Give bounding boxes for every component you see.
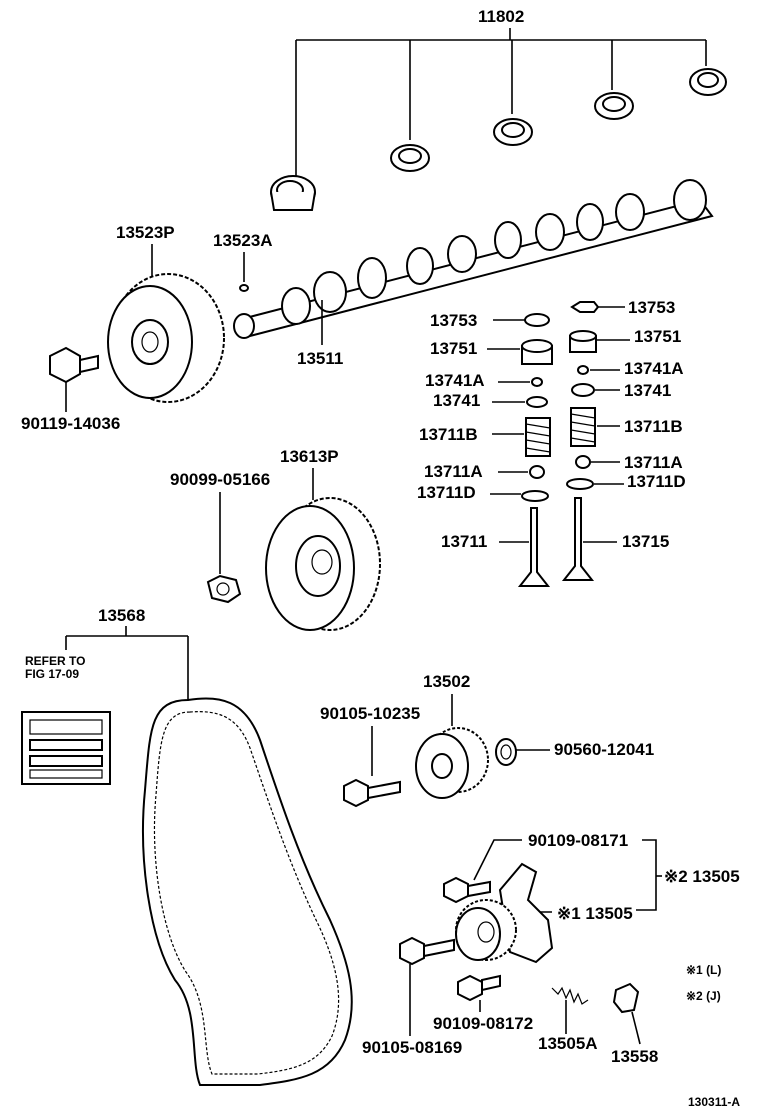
label-13711D-right: 13711D [627, 472, 686, 491]
bearing-shell-4 [594, 92, 634, 120]
shim-13753-right [570, 301, 600, 313]
idler-pulley-13502: 13502 [415, 672, 489, 799]
label-13711B-right: 13711B [624, 417, 683, 436]
label-13505A: 13505A [538, 1034, 598, 1053]
label-90560-12041: 90560-12041 [554, 740, 654, 759]
retainer-13741-right [571, 383, 595, 397]
label-90109-08171: 90109-08171 [528, 831, 628, 850]
bolt-90105-10235: 90105-10235 [320, 704, 420, 808]
refer-to-line2: FIG 17-09 [25, 667, 79, 681]
note-l: ※1 (L) [686, 963, 721, 977]
tensioner-13505: 90109-08171 ※2 13505 ※1 13505 90105-0816… [362, 831, 740, 1057]
label-13741A-left: 13741A [425, 371, 485, 390]
nut-90099-05166: 90099-05166 [170, 470, 270, 604]
cam-sprocket-13523P: 13523P [107, 223, 225, 403]
keeper-13741A-right [577, 365, 589, 375]
valve-train-intake: 13753 13751 13741A 13741 13711B 13711A 1… [417, 311, 553, 587]
spring-13505A: 13505A [538, 986, 598, 1053]
bearing-shell-1 [270, 175, 316, 211]
bearing-shell-5 [689, 68, 727, 96]
label-11802: 11802 [478, 7, 524, 26]
valve-train-exhaust: 13753 13751 13741A 13741 13711B 13711A 1… [561, 298, 686, 581]
seal-13711A-left [529, 465, 545, 479]
bracket-13558: 13558 [611, 982, 658, 1066]
label-13753-right: 13753 [628, 298, 675, 317]
bolt-90119-14036: 90119-14036 [21, 346, 120, 433]
label-13711A-right: 13711A [624, 453, 683, 472]
bearing-set-11802: 11802 [270, 7, 727, 211]
retainer-13741-left [526, 396, 548, 408]
label-90099-05166: 90099-05166 [170, 470, 270, 489]
label-90109-08172: 90109-08172 [433, 1014, 533, 1033]
label-13711: 13711 [441, 532, 487, 551]
spring-13711B-left [525, 417, 551, 457]
spring-13711B-right [570, 407, 596, 447]
label-13505-2: ※2 13505 [664, 867, 740, 886]
refer-fig-icon [21, 711, 111, 785]
bearing-shell-2 [390, 144, 430, 172]
valve-13715 [561, 497, 595, 581]
label-13753-left: 13753 [430, 311, 477, 330]
shim-13753-left [524, 313, 550, 327]
valve-13711 [517, 507, 551, 587]
camshaft-13511: 13511 [233, 179, 714, 368]
label-13711A-left: 13711A [424, 462, 483, 481]
label-13711D-left: 13711D [417, 483, 476, 502]
bearing-shell-3 [493, 118, 533, 146]
label-13558: 13558 [611, 1047, 658, 1066]
label-13502: 13502 [423, 672, 470, 691]
note-j: ※2 (J) [686, 989, 721, 1003]
label-13751-right: 13751 [634, 327, 681, 346]
label-13505-1: ※1 13505 [557, 904, 633, 923]
label-13751-left: 13751 [430, 339, 477, 358]
label-90105-10235: 90105-10235 [320, 704, 420, 723]
label-13741-right: 13741 [624, 381, 671, 400]
washer-90560-12041: 90560-12041 [495, 738, 654, 766]
label-13741-left: 13741 [433, 391, 480, 410]
crank-pulley-13613P: 13613P [265, 447, 381, 631]
knock-pin-13523A: 13523A [213, 231, 273, 292]
label-13741A-right: 13741A [624, 359, 684, 378]
label-13613P: 13613P [280, 447, 339, 466]
label-13523P: 13523P [116, 223, 175, 242]
seal-13711A-right [575, 455, 591, 469]
label-13568: 13568 [98, 606, 145, 625]
label-13511: 13511 [297, 349, 343, 368]
label-90119-14036: 90119-14036 [21, 414, 120, 433]
label-13715: 13715 [622, 532, 669, 551]
label-13523A: 13523A [213, 231, 273, 250]
keeper-13741A-left [531, 377, 543, 387]
label-13711B-left: 13711B [419, 425, 478, 444]
figure-code: 130311-A [688, 1095, 740, 1109]
refer-to-line1: REFER TO [25, 654, 85, 668]
seat-13711D-left [521, 490, 549, 502]
timing-belt-13568: 13568 REFER TO FIG 17-09 [21, 606, 353, 1086]
seat-13711D-right [566, 478, 594, 490]
label-90105-08169: 90105-08169 [362, 1038, 462, 1057]
